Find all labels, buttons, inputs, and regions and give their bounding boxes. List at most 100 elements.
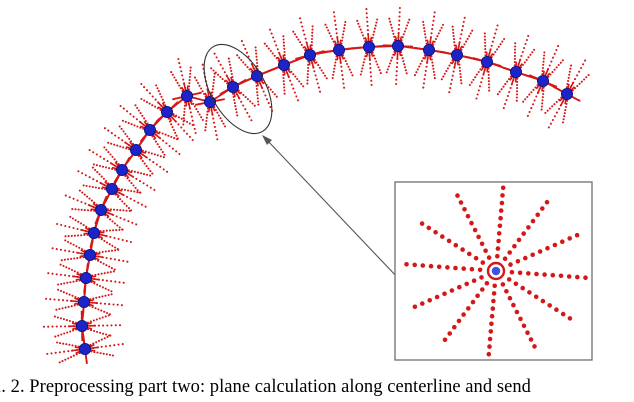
sample-point xyxy=(142,182,145,185)
sample-point xyxy=(65,319,68,322)
sample-point xyxy=(63,350,66,353)
sample-point xyxy=(191,138,194,142)
sample-point xyxy=(132,115,135,118)
sample-point xyxy=(430,58,433,61)
sample-point xyxy=(244,108,247,111)
sample-point xyxy=(494,50,497,54)
centerline-node xyxy=(332,44,345,57)
sample-point xyxy=(461,29,464,32)
sample-point xyxy=(481,77,484,80)
inset-sample-point xyxy=(496,231,502,236)
sample-point xyxy=(95,341,98,344)
sample-point xyxy=(551,56,555,59)
sample-point xyxy=(125,204,128,207)
sample-point xyxy=(422,86,425,89)
sample-point xyxy=(240,58,243,62)
sample-point xyxy=(553,68,556,71)
sample-point xyxy=(175,150,178,153)
sample-point xyxy=(112,208,116,211)
sample-point xyxy=(333,64,336,67)
sample-point xyxy=(66,299,69,302)
sample-point xyxy=(68,196,71,199)
sample-point xyxy=(246,66,249,69)
inset-sample-point xyxy=(506,277,512,282)
sample-point xyxy=(526,114,529,117)
sample-point xyxy=(452,38,456,41)
sample-point xyxy=(293,33,297,36)
inset-sample-point xyxy=(527,290,532,295)
sample-point xyxy=(97,324,100,327)
sample-point xyxy=(100,309,103,312)
sample-point xyxy=(158,145,161,148)
sample-point xyxy=(346,62,349,66)
sample-point xyxy=(151,172,154,175)
sample-point xyxy=(60,282,63,286)
sample-point xyxy=(152,161,155,164)
inset-sample-point xyxy=(428,263,434,269)
sample-point xyxy=(356,19,359,22)
sample-point xyxy=(373,57,377,60)
sample-point xyxy=(275,44,278,47)
sample-point xyxy=(441,23,445,26)
sample-point xyxy=(76,257,79,260)
sample-point xyxy=(217,114,220,117)
sample-point xyxy=(525,58,528,61)
centerline-node xyxy=(79,342,92,355)
sample-point xyxy=(318,90,322,93)
sample-point xyxy=(465,40,468,43)
sample-point xyxy=(99,302,102,305)
sample-point xyxy=(506,94,509,98)
sample-point xyxy=(533,48,536,51)
sample-point xyxy=(487,77,490,80)
sample-point xyxy=(110,280,113,283)
sample-point xyxy=(174,79,178,82)
sample-point xyxy=(542,63,545,66)
inset-sample-point xyxy=(574,232,580,238)
sample-point xyxy=(99,155,102,158)
sample-point xyxy=(94,168,97,171)
sample-point xyxy=(216,111,219,114)
sample-point xyxy=(254,46,257,49)
sample-point xyxy=(80,208,83,211)
centerline-node xyxy=(391,40,404,53)
sample-point xyxy=(366,24,369,27)
sample-point xyxy=(154,105,157,108)
sample-point xyxy=(306,79,309,82)
sample-point xyxy=(150,152,153,155)
sample-point xyxy=(61,307,64,310)
sample-point xyxy=(269,88,272,91)
sample-point xyxy=(531,103,535,106)
centerline-node xyxy=(80,271,93,284)
sample-point xyxy=(95,318,98,321)
sample-point xyxy=(273,40,276,43)
sample-point xyxy=(78,189,81,192)
inset-sample-point xyxy=(516,237,522,243)
sample-point xyxy=(136,106,139,109)
sample-point xyxy=(293,91,296,94)
sample-point xyxy=(183,110,186,113)
inset-sample-point xyxy=(456,318,462,324)
sample-point xyxy=(79,222,83,225)
sample-point xyxy=(298,17,302,20)
sample-point xyxy=(70,234,73,237)
sample-point xyxy=(180,126,183,129)
sample-point xyxy=(212,69,215,72)
sample-point xyxy=(66,331,69,334)
sample-point xyxy=(292,30,295,33)
centerline-node xyxy=(561,88,574,101)
sample-point xyxy=(135,177,138,180)
sample-point xyxy=(282,38,285,41)
sample-point xyxy=(219,117,222,120)
sample-point xyxy=(110,249,114,252)
sample-point xyxy=(88,149,91,152)
sample-point xyxy=(262,90,265,93)
sample-point xyxy=(173,76,176,79)
sample-point xyxy=(99,331,102,334)
sample-point xyxy=(391,29,394,32)
sample-point xyxy=(249,100,252,103)
sample-point xyxy=(244,47,247,50)
sample-point xyxy=(69,330,72,333)
inset-sample-point xyxy=(487,344,492,349)
sample-point xyxy=(156,154,159,157)
sample-point xyxy=(65,292,68,295)
